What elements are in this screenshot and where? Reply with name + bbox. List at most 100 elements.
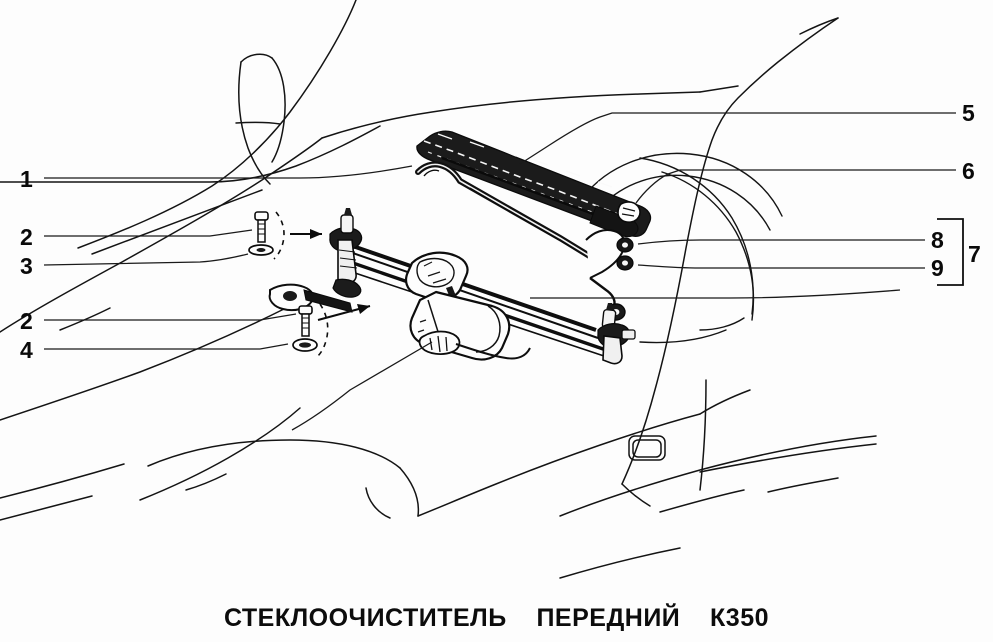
motor-connector (418, 330, 461, 355)
small-hardware-details (616, 201, 641, 271)
car-body-outlines (0, 0, 877, 579)
callout-label-2-upper[interactable]: 2 (20, 224, 33, 250)
group-bracket-7 (937, 218, 964, 286)
rocker-dash-a (659, 489, 745, 513)
leader-5 (519, 112, 956, 165)
sill-line (559, 547, 681, 579)
arch-arc-6 (639, 329, 727, 344)
bolt-head-lower (298, 305, 313, 315)
mirror-brace (235, 121, 281, 125)
leader-6 (635, 169, 956, 204)
cap-nut-6 (617, 201, 641, 223)
leader-2-upper (44, 229, 253, 237)
blade-rib-marks (437, 133, 613, 188)
wiper-motor (405, 251, 531, 361)
wiper-arm-highlight (417, 163, 597, 261)
hood-crease-b (91, 189, 263, 255)
wheel-arch-front-tail (399, 467, 420, 517)
callout-label-2-lower[interactable]: 2 (20, 308, 33, 334)
blade-highlight-1 (423, 140, 629, 219)
washer-9-hole (622, 260, 628, 266)
assembly-arrow-lower-head (357, 304, 370, 314)
linkage-rod-upper-2 (343, 249, 599, 339)
washer-upper-hole (256, 248, 266, 252)
bolt-shank-upper (257, 219, 266, 243)
cowl-top-line (0, 125, 381, 183)
pivot-left-shaft (340, 214, 354, 234)
motor-endcap-line (475, 305, 501, 353)
arch-arc-1 (583, 152, 783, 217)
assembly-arc-upper (273, 211, 285, 260)
fastener-group-lower (292, 303, 371, 358)
motor-gearbox-boss (446, 286, 456, 298)
bolt-threads-upper (258, 223, 265, 235)
arch-arc-5 (699, 317, 745, 331)
callout-label-6[interactable]: 6 (962, 158, 975, 184)
callout-label-7[interactable]: 7 (968, 241, 981, 267)
mirror-outline-left (238, 61, 271, 185)
assembly-arc-lower (316, 303, 329, 358)
mirror-outline-right (271, 57, 286, 163)
leader-3 (43, 253, 249, 266)
lower-body-line-1 (0, 307, 287, 421)
pivot-left-foot (332, 278, 362, 298)
bolt-shank-lower (301, 313, 310, 337)
wheel-arch-front-outer (147, 439, 401, 469)
leader-lines (43, 112, 956, 431)
leader-4 (44, 343, 289, 350)
callout-label-5[interactable]: 5 (962, 100, 975, 126)
lower-body-line-2 (0, 463, 125, 499)
rocker-dash-b (767, 477, 839, 493)
figure-caption: СТЕКЛООЧИСТИТЕЛЬ ПЕРЕДНИЙ К350 (223, 604, 770, 632)
blade-rubber-edge (441, 156, 605, 220)
cap-nut-6-facets (621, 207, 636, 217)
fender-crease-2 (185, 473, 227, 491)
pivot-left-body (337, 239, 357, 284)
bracket-7-shape (937, 218, 964, 286)
callout-label-1[interactable]: 1 (20, 166, 33, 192)
lower-body-line-3 (0, 495, 93, 521)
leader-9 (637, 264, 925, 269)
leader-1 (44, 165, 413, 179)
washer-lower-hole (299, 342, 311, 348)
leader-connector (291, 341, 433, 431)
leader-motor-ground (530, 289, 901, 299)
arch-arc-4 (661, 171, 755, 321)
pivot-right-lug (621, 329, 636, 340)
pillar-foot (621, 483, 651, 507)
pivot-right-tip (606, 303, 614, 310)
leader-2-lower (44, 313, 297, 321)
callout-label-9[interactable]: 9 (931, 255, 944, 281)
assembly-arrow-upper-head (310, 229, 322, 239)
wheel-arch-rear-arcs (583, 152, 783, 344)
pivot-left-tip (344, 208, 352, 215)
leader-8 (637, 239, 925, 245)
bolt-threads-lower (302, 317, 309, 329)
callout-label-3[interactable]: 3 (20, 253, 33, 279)
wheel-arch-front-inner (365, 487, 391, 519)
wiper-arm-hook (423, 169, 440, 177)
windshield-base (321, 91, 701, 139)
hood-crease-a (59, 307, 111, 331)
callout-label-4[interactable]: 4 (20, 337, 33, 363)
mirror-top (240, 53, 273, 63)
hood-edge-left (0, 137, 323, 333)
motor-connector-pins (429, 335, 448, 353)
rocker-upper (417, 413, 701, 517)
motor-gearbox-cover (416, 257, 455, 288)
linkage-bracket-tab (303, 289, 353, 313)
roof-line-right (799, 17, 839, 35)
linkage-bracket-hole (283, 291, 297, 301)
wiper-blade-assembly (416, 130, 652, 238)
motor-body-marks (417, 319, 427, 333)
rocker-line (559, 435, 877, 517)
wiper-arm-edge-line (469, 187, 577, 251)
door-bottom-join (699, 389, 751, 415)
door-handle-outer (628, 435, 666, 461)
motor-wiring-harness (455, 343, 531, 360)
door-shut-line (699, 379, 707, 491)
rocker-line-2 (699, 443, 877, 473)
callout-label-8[interactable]: 8 (931, 227, 944, 253)
fastener-group-upper (248, 211, 322, 260)
